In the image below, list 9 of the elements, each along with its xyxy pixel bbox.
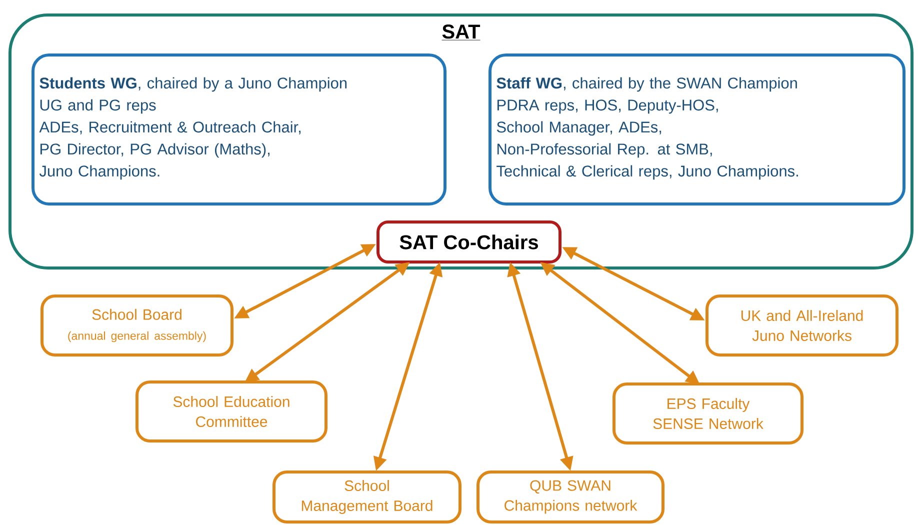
body-box: EPS Faculty SENSE Network xyxy=(612,382,804,444)
member-box: Students WG, chaired by a Juno Champion UG and PG reps ADEs, Recruitment & Outreach Chair, PG Director, PG Advisor (Maths), Juno Champions. xyxy=(32,54,446,206)
body-box: School Management Board xyxy=(272,470,462,524)
body-box: School Education Committee xyxy=(136,380,328,442)
body-box: UK and All-Ireland Juno Networks xyxy=(706,294,898,356)
body-box: QUB SWAN Champions network xyxy=(476,470,664,524)
member-box: Staff WG, chaired by the SWAN Champion PDRA reps, HOS, Deputy-HOS, School Manager, ADEs, Non-Professorial Rep. at SMB, Technical & Clerical reps, Juno Champions. xyxy=(488,54,906,206)
body-box: School Board (annual general assembly) xyxy=(40,294,234,356)
chair-box: SAT Co-Chairs xyxy=(376,220,562,264)
